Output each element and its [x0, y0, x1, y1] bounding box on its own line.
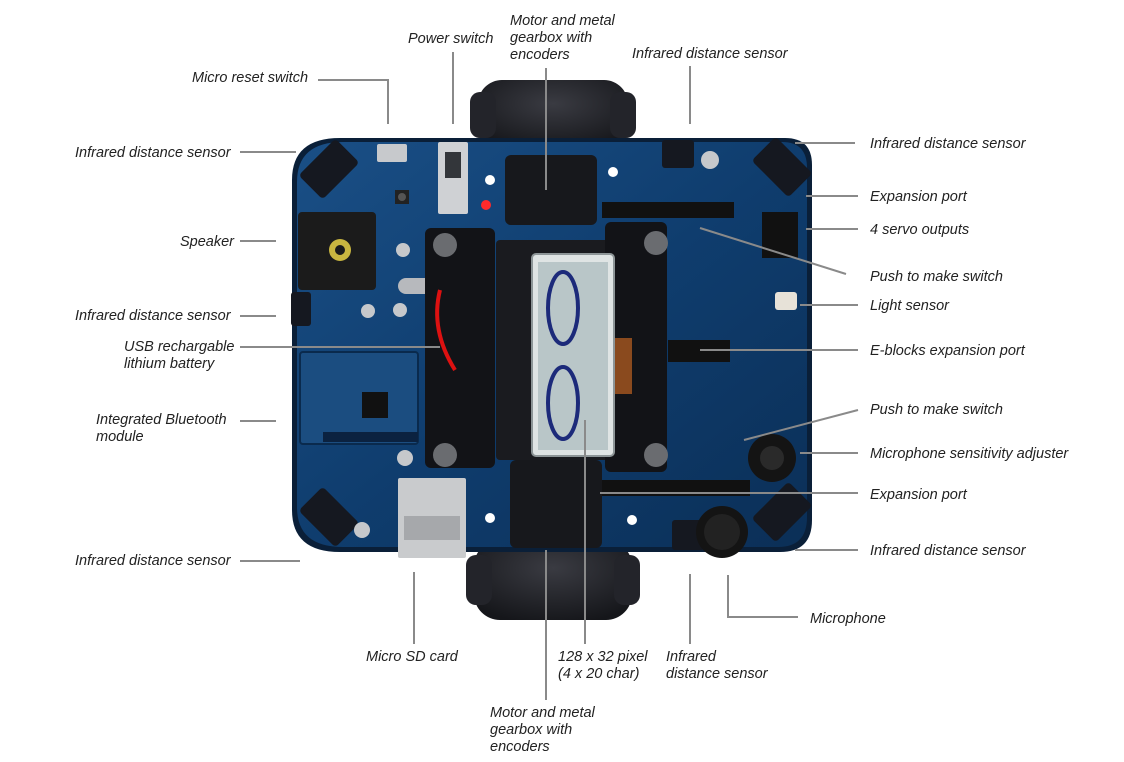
label-power-switch: Power switch — [408, 31, 494, 47]
label-light-sensor: Light sensor — [870, 298, 949, 314]
label-microphone: Microphone — [810, 611, 886, 627]
label-ir-sensor-mid-left: Infrared distance sensor — [75, 308, 231, 324]
lcd-display — [531, 253, 615, 457]
leader-lines — [240, 52, 859, 700]
label-ir-sensor-bottom-right: Infrared distance sensor — [870, 543, 1026, 559]
label-ir-sensor-top-right: Infrared distance sensor — [870, 136, 1026, 152]
label-speaker: Speaker — [180, 234, 235, 250]
label-ir-sensor-top-left: Infrared distance sensor — [75, 145, 231, 161]
label-lcd-resolution: 128 x 32 pixel(4 x 20 char) — [558, 649, 648, 682]
label-ir-sensor-top-center: Infrared distance sensor — [632, 46, 788, 62]
label-micro-reset-switch: Micro reset switch — [192, 70, 309, 86]
label-expansion-port-top: Expansion port — [870, 189, 967, 205]
bottom-wheel — [466, 540, 640, 620]
top-wheel — [470, 80, 636, 148]
label-servo-outputs: 4 servo outputs — [870, 222, 970, 238]
label-expansion-port-bottom: Expansion port — [870, 487, 967, 503]
label-mic-adjuster: Microphone sensitivity adjuster — [870, 446, 1069, 462]
label-micro-sd: Micro SD card — [366, 649, 458, 665]
label-push-switch-bottom: Push to make switch — [870, 402, 1003, 418]
label-eblocks-port: E-blocks expansion port — [870, 343, 1025, 359]
label-push-switch-top: Push to make switch — [870, 269, 1003, 285]
label-ir-sensor-bottom-left: Infrared distance sensor — [75, 553, 231, 569]
